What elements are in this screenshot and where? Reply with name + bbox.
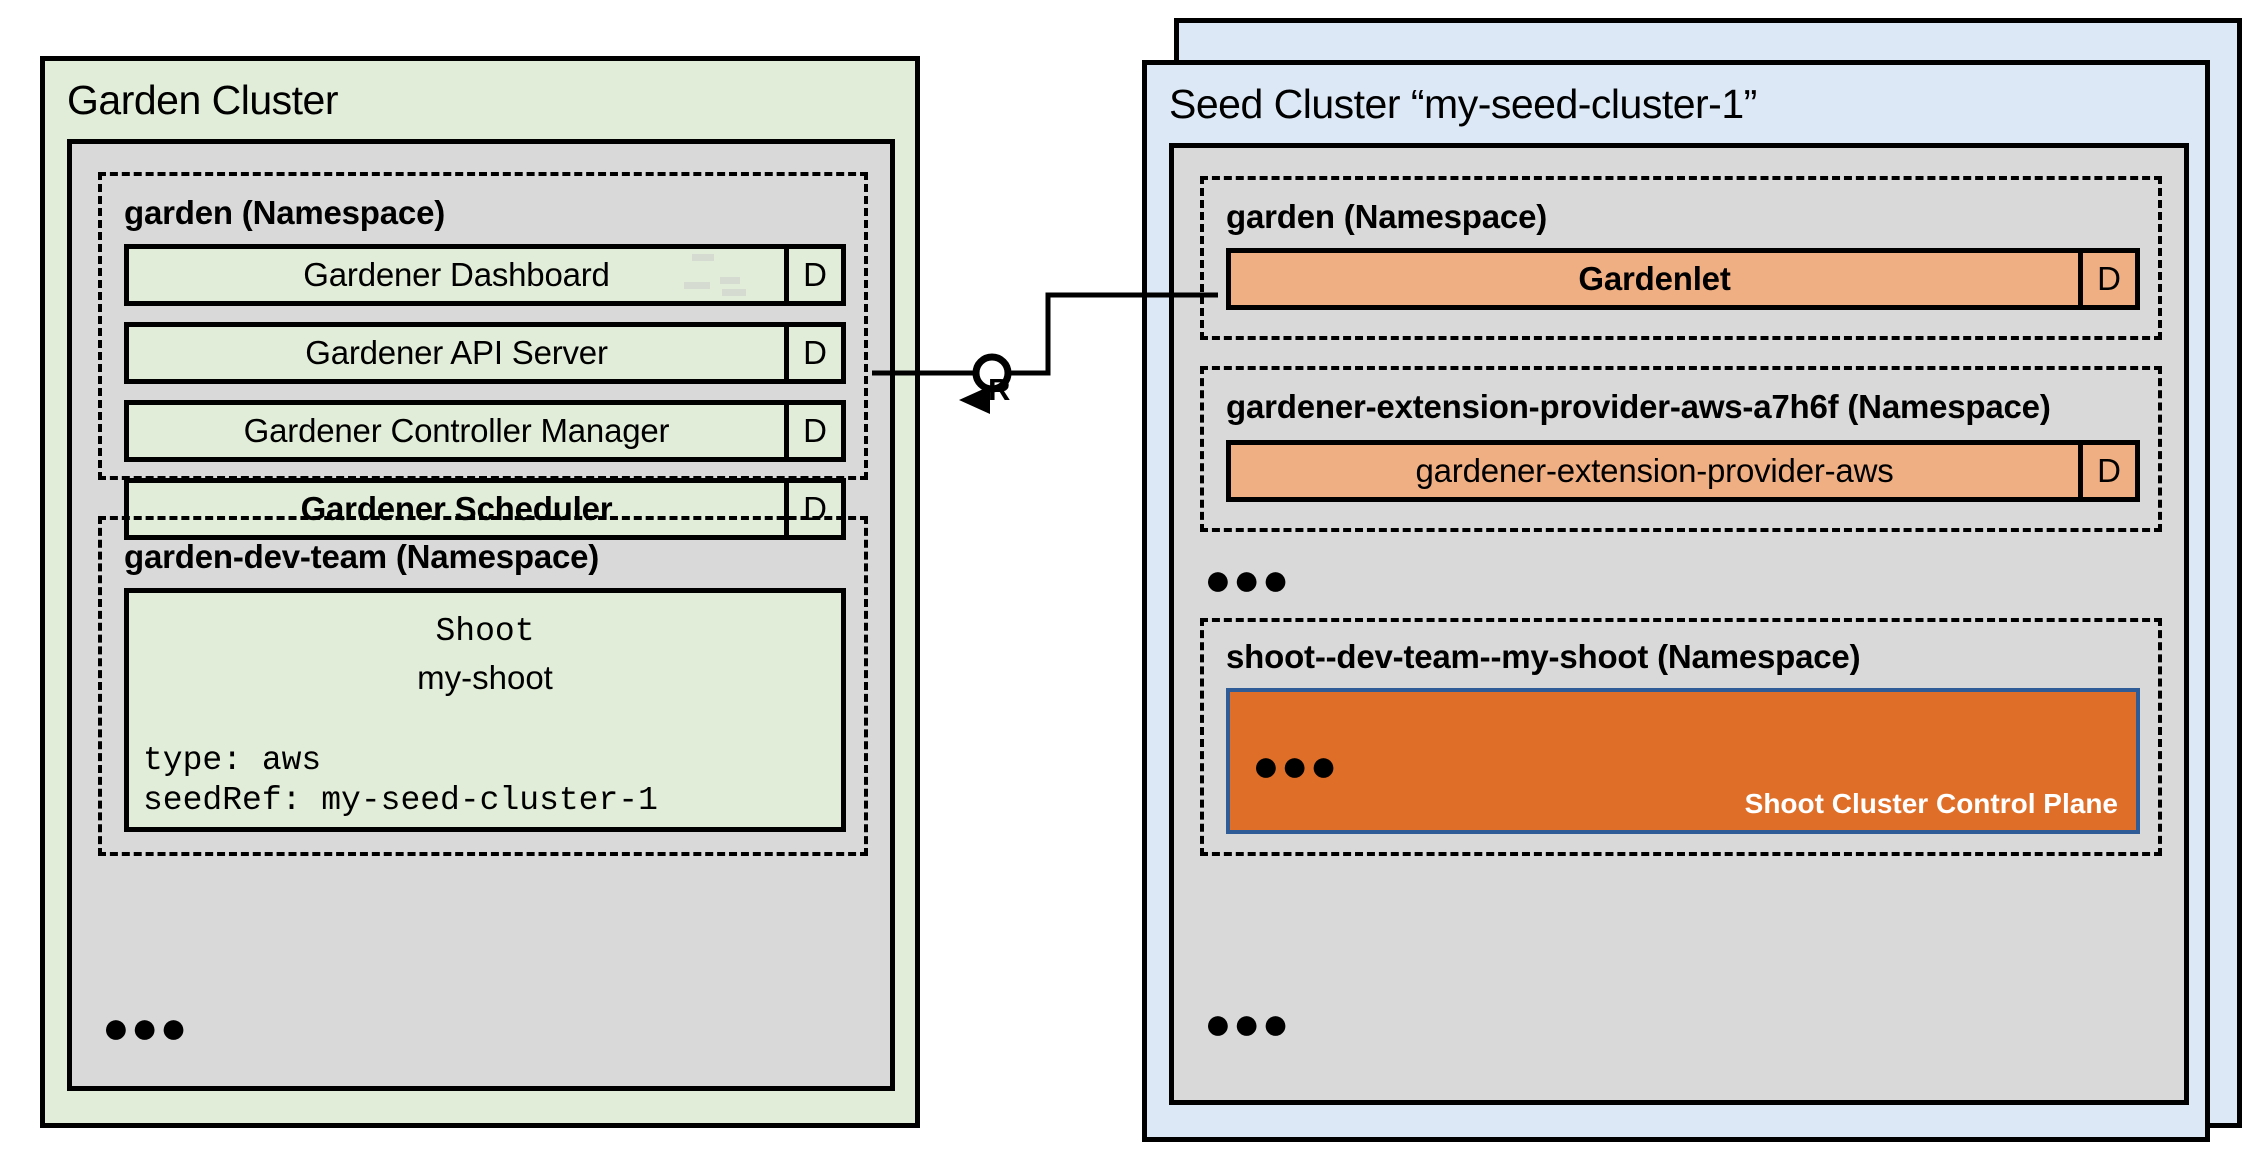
connector-label: R [988,372,1011,407]
garden-cluster: Garden Cluster garden (Namespace) Garden… [40,56,920,1128]
control-plane-more-indicator: ●●● [1252,739,1339,791]
namespace-seed-garden [1200,176,2162,340]
component-gardener-extension-provider-aws-kind-badge: D [2078,445,2135,497]
shoot-cluster-control-plane-label: Shoot Cluster Control Plane [1744,788,2118,819]
namespace-garden-label: garden (Namespace) [124,194,446,231]
shoot-resource-spec: type: aws seedRef: my-seed-cluster-1 [143,742,658,820]
shoot-resource-kind: Shoot [435,613,535,650]
seed-cluster-kubernetes-area: garden (Namespace) Gardenlet D gardener-… [1169,143,2189,1105]
shoot-resource-name: my-shoot [417,659,553,696]
namespace-shoot-dev-team-my-shoot [1200,618,2162,856]
component-gardener-dashboard-name: Gardener Dashboard [303,256,610,293]
erased-text-artifact [720,277,740,284]
garden-cluster-title: Garden Cluster [67,77,339,123]
component-gardener-dashboard-kind-badge: D [784,249,841,301]
seed-cluster: Seed Cluster “my-seed-cluster-1” garden … [1142,60,2210,1142]
seed-cluster-namespaces-more-indicator: ●●● [1204,553,1291,605]
namespace-seed-garden-label: garden (Namespace) [1226,198,1548,235]
component-gardener-api-server-kind-badge: D [784,327,841,379]
component-gardenlet[interactable]: Gardenlet D [1226,248,2140,310]
component-gardener-controller-manager-kind-badge: D [784,405,841,457]
erased-text-artifact [684,282,710,289]
garden-cluster-kubernetes-area: garden (Namespace) Gardener Dashboard D … [67,139,895,1091]
component-gardener-api-server[interactable]: Gardener API Server D [124,322,846,384]
namespace-garden-dev-team [98,516,868,856]
seed-cluster-title: Seed Cluster “my-seed-cluster-1” [1169,81,1757,127]
component-gardener-controller-manager-name: Gardener Controller Manager [243,412,670,449]
component-gardener-extension-provider-aws[interactable]: gardener-extension-provider-aws D [1226,440,2140,502]
component-gardenlet-kind-badge: D [2078,253,2135,305]
namespace-gardener-extension-provider-aws [1200,366,2162,532]
namespace-gardener-extension-provider-aws-label: gardener-extension-provider-aws-a7h6f (N… [1226,388,2051,425]
erased-text-artifact [692,254,714,261]
namespace-shoot-dev-team-my-shoot-label: shoot--dev-team--my-shoot (Namespace) [1226,638,1861,675]
component-gardener-dashboard[interactable]: Gardener Dashboard D [124,244,846,306]
component-gardener-controller-manager[interactable]: Gardener Controller Manager D [124,400,846,462]
connector-arrow-icon [959,386,990,414]
component-gardener-scheduler-name: Gardener Scheduler [300,490,613,527]
component-gardener-api-server-name: Gardener API Server [305,334,608,371]
component-gardener-extension-provider-aws-name: gardener-extension-provider-aws [1415,452,1894,489]
namespace-garden-dev-team-label: garden-dev-team (Namespace) [124,538,600,575]
erased-text-artifact [722,289,746,296]
seed-cluster-more-indicator: ●●● [1204,997,1291,1049]
shoot-resource-card[interactable]: Shoot my-shoot type: aws seedRef: my-see… [124,588,846,832]
component-gardenlet-name: Gardenlet [1578,260,1731,297]
garden-cluster-more-indicator: ●●● [102,1001,189,1053]
shoot-cluster-control-plane[interactable]: ●●● Shoot Cluster Control Plane [1226,688,2140,834]
component-gardener-scheduler[interactable]: Gardener Scheduler D [124,478,846,540]
